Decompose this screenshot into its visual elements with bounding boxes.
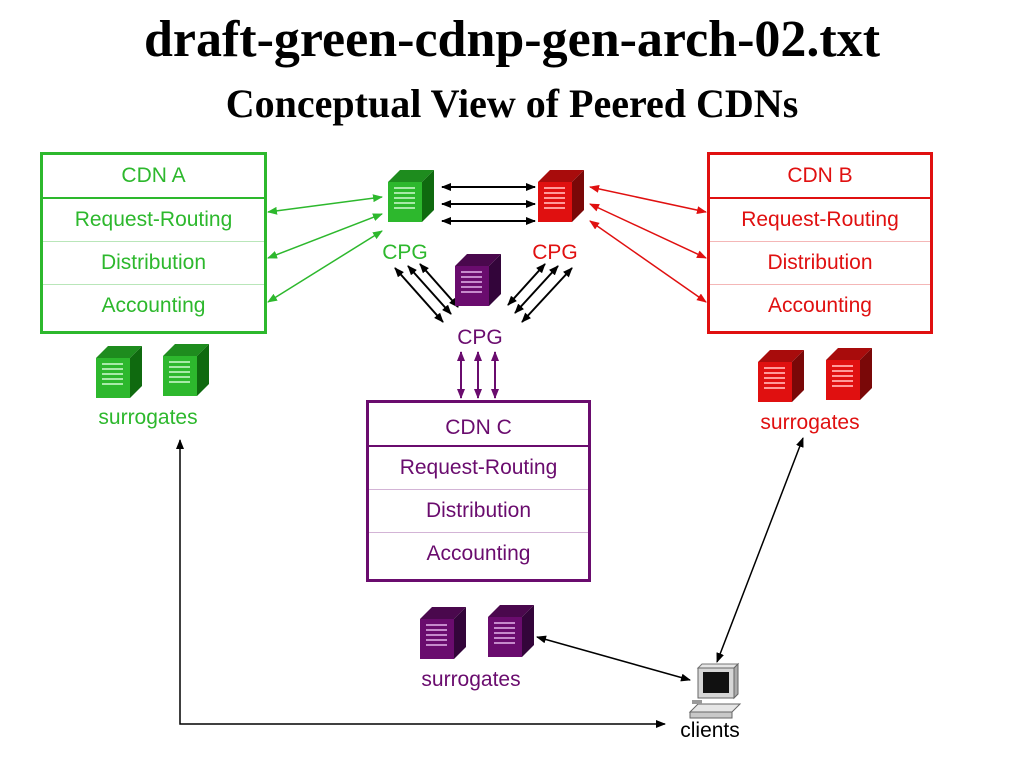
cdn-a-name: CDN A xyxy=(43,155,264,199)
cdn-c-cpg-links xyxy=(457,351,499,399)
surrogate-c1-icon xyxy=(420,607,466,659)
cdn-b-cpg-links xyxy=(589,184,707,303)
surrogate-b2-icon xyxy=(826,348,872,400)
cpg-b-label: CPG xyxy=(532,241,578,264)
clients-computer-icon xyxy=(688,662,742,719)
cdn-c-box: CDN C Request-Routing Distribution Accou… xyxy=(366,400,591,582)
cdn-c-name: CDN C xyxy=(369,403,588,447)
surrogates-c-label: surrogates xyxy=(421,668,521,691)
surrogate-c2-icon xyxy=(488,605,534,657)
cdn-b-box: CDN B Request-Routing Distribution Accou… xyxy=(707,152,933,334)
surrogates-a-label: surrogates xyxy=(98,406,198,429)
cpg-a-b-links xyxy=(441,183,536,225)
surrogate-a2-icon xyxy=(163,344,209,396)
cdn-b-row-accounting: Accounting xyxy=(768,294,872,317)
cdn-b-row-distribution: Distribution xyxy=(710,242,930,285)
page-subtitle: Conceptual View of Peered CDNs xyxy=(225,81,799,126)
cdn-c-row-request-routing: Request-Routing xyxy=(369,447,588,490)
cpg-a-c-links xyxy=(394,263,459,323)
cpg-b-c-links xyxy=(507,263,573,323)
surrogate-b1-icon xyxy=(758,350,804,402)
cpg-a-server-icon xyxy=(388,170,434,222)
cdn-c-row-distribution: Distribution xyxy=(369,490,588,533)
cpg-c-server-icon xyxy=(455,254,501,306)
surrogates-b-label: surrogates xyxy=(760,411,860,434)
cdn-a-box: CDN A Request-Routing Distribution Accou… xyxy=(40,152,267,334)
cpg-c-label: CPG xyxy=(457,326,503,349)
clients-links xyxy=(176,437,804,728)
cpg-a-label: CPG xyxy=(382,241,428,264)
cdn-a-row-accounting: Accounting xyxy=(101,294,206,317)
cdn-a-row-request-routing: Request-Routing xyxy=(43,199,264,242)
cdn-a-cpg-links xyxy=(267,194,383,303)
cdn-a-row-distribution: Distribution xyxy=(43,242,264,285)
cpg-b-server-icon xyxy=(538,170,584,222)
cdn-b-row-request-routing: Request-Routing xyxy=(710,199,930,242)
page-title: draft-green-cdnp-gen-arch-02.txt xyxy=(143,11,881,68)
clients-label: clients xyxy=(680,719,740,742)
cdn-c-row-accounting: Accounting xyxy=(426,542,531,565)
cdn-b-name: CDN B xyxy=(710,155,930,199)
surrogate-a1-icon xyxy=(96,346,142,398)
